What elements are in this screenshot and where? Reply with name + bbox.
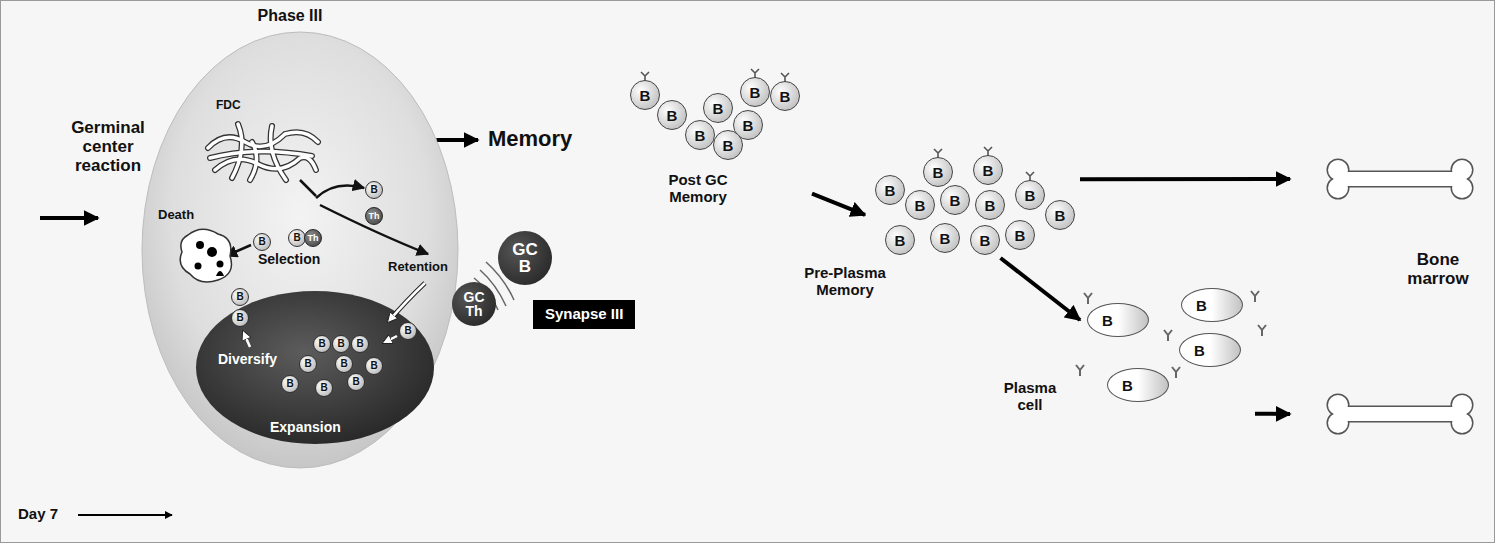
day-label: Day 7 (18, 506, 58, 523)
memory-b-cell: B (1015, 180, 1045, 210)
memory-b-cell: B (713, 130, 743, 160)
selection-label: Selection (258, 252, 320, 268)
flow-arrow (812, 194, 865, 215)
dark-zone-label: Diversify (218, 352, 277, 368)
cell-label: GC B (508, 241, 542, 275)
flow-arrow (436, 138, 478, 142)
synapse-label-box: Synapse III (533, 300, 635, 329)
memory-b-cell: B (685, 120, 715, 150)
b-cell: B (335, 355, 353, 373)
b-cell: B (351, 335, 369, 353)
group-label: Bone marrow (1398, 250, 1478, 288)
germinal-center-heading: Germinal center reaction (64, 118, 152, 175)
group-label: Plasma cell (995, 380, 1065, 414)
germinal-center-oval: Germinal center reactionDiversifyExpansi… (140, 30, 460, 470)
memory-b-cell: B (1045, 200, 1075, 230)
gc-th-cell: GC Th (452, 282, 496, 326)
b-cell: B (281, 375, 299, 393)
memory-heading: Memory (488, 127, 572, 152)
b-cell: B (347, 373, 365, 391)
memory-b-cell: B (923, 157, 953, 187)
group-label: Pre-Plasma Memory (795, 265, 895, 299)
memory-b-cell: B (940, 185, 970, 215)
entry-arrow (40, 216, 98, 220)
b-cell: B (253, 233, 271, 251)
flow-arrow (1080, 177, 1290, 181)
memory-b-cell: B (970, 225, 1000, 255)
memory-b-cell: B (930, 223, 960, 253)
th-cell: Th (365, 207, 383, 225)
memory-b-cell: B (885, 225, 915, 255)
germinal-center-body (142, 32, 458, 468)
memory-b-cell: B (657, 100, 687, 130)
memory-b-cell: B (905, 190, 935, 220)
memory-b-cell: B (630, 80, 660, 110)
plasma-cell: B (1087, 303, 1149, 337)
synapse-label: Synapse III (545, 306, 623, 323)
memory-b-cell: B (875, 175, 905, 205)
plasma-cell: B (1179, 333, 1241, 367)
b-cell: B (365, 357, 383, 375)
b-cell: B (231, 288, 249, 306)
apoptotic-body (180, 229, 231, 282)
b-cell: B (399, 322, 417, 340)
b-cell: B (332, 335, 350, 353)
fdc-dendrites (208, 124, 318, 180)
dark-zone-body (196, 291, 434, 444)
b-cell: B (365, 181, 383, 199)
bone-marrow-group: Bone marrow (1290, 150, 1485, 440)
death-label: Death (158, 208, 194, 223)
fdc-label: FDC (216, 99, 241, 112)
flow-arrow (1001, 258, 1081, 320)
b-cell: B (299, 355, 317, 373)
flow-arrow (1255, 412, 1290, 416)
phase-title: Phase III (240, 7, 340, 25)
group-label: Post GC Memory (658, 172, 738, 206)
memory-b-cell: B (975, 190, 1005, 220)
retention-label: Retention (388, 260, 448, 275)
plasma-cell: B (1181, 288, 1243, 322)
time-arrow (78, 514, 172, 516)
gc-b-cell: GC B (498, 231, 552, 285)
memory-b-cell: B (703, 93, 733, 123)
th-cell: Th (304, 229, 322, 247)
cell-label: GC Th (459, 290, 489, 318)
memory-b-cell: B (973, 155, 1003, 185)
memory-b-cell: B (740, 77, 770, 107)
b-cell: B (231, 309, 249, 327)
memory-b-cell: B (770, 81, 800, 111)
bone-icons (1290, 150, 1485, 440)
b-cell: B (315, 379, 333, 397)
dark-zone-label: Expansion (270, 420, 341, 436)
memory-b-cell: B (1005, 220, 1035, 250)
selection-arrows (226, 180, 428, 256)
b-cell: B (313, 335, 331, 353)
plasma-cell: B (1107, 368, 1169, 402)
